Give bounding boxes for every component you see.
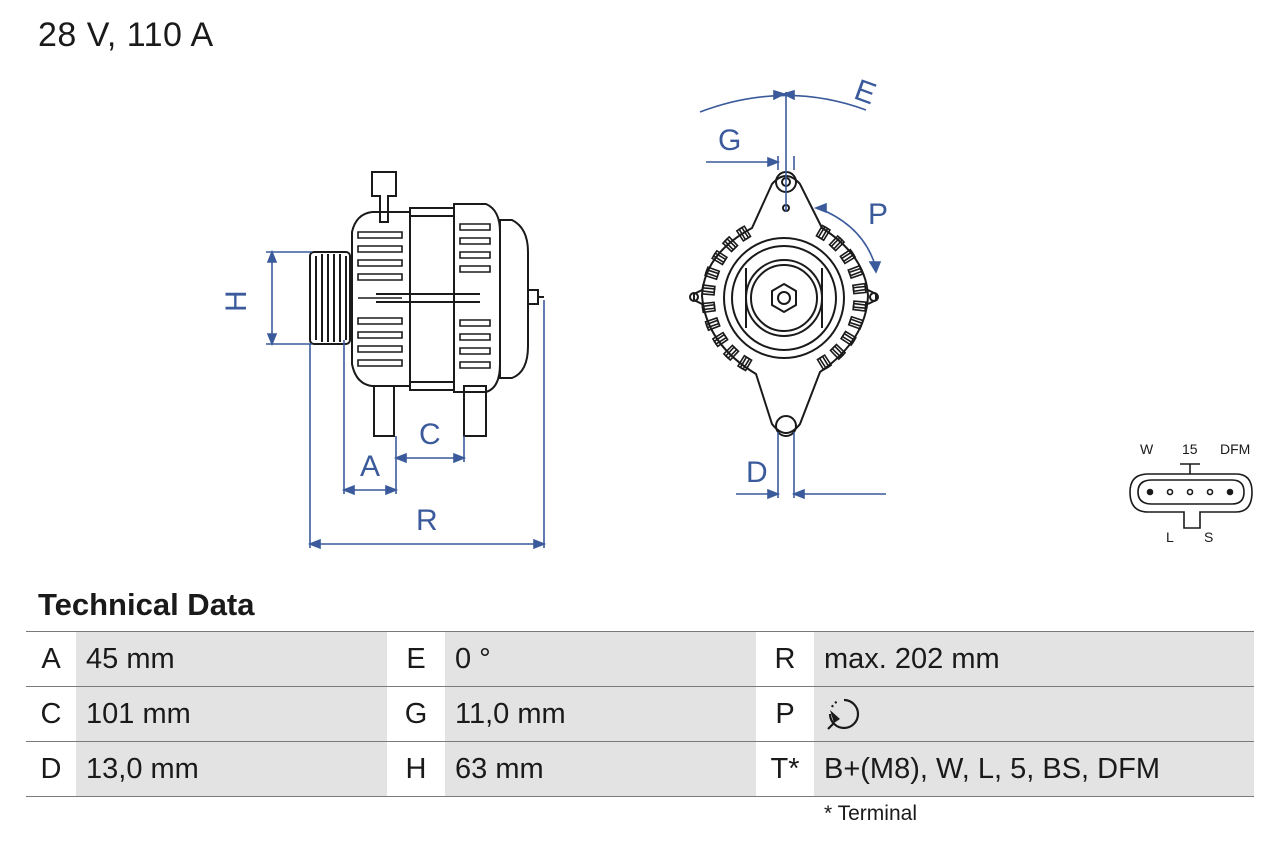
vent-slot <box>712 249 729 264</box>
spec-key: P <box>756 686 814 742</box>
vent-slot <box>830 236 846 252</box>
vent-slot <box>817 225 832 242</box>
pin-label-15: 15 <box>1182 441 1198 457</box>
pulley <box>309 251 351 345</box>
vent-slot <box>711 331 728 346</box>
pin-label-dfm: DFM <box>1220 441 1250 457</box>
terminal-footnote: * Terminal <box>824 802 917 825</box>
spec-value: B+(M8), W, L, 5, BS, DFM <box>814 741 1254 797</box>
dim-label-h: H <box>220 290 253 312</box>
vent-slot <box>839 332 856 347</box>
front-dimensions <box>699 89 886 500</box>
spec-key: T* <box>756 741 814 797</box>
spec-value: 101 mm <box>76 686 387 742</box>
alternator-drawing: H C A R <box>220 73 1253 550</box>
spec-value: 63 mm <box>445 741 756 797</box>
spec-value-rotation <box>814 686 1254 742</box>
spec-key: R <box>756 631 814 687</box>
vent-slot <box>848 267 864 280</box>
spec-key: E <box>387 631 445 687</box>
dim-label-r: R <box>416 504 438 537</box>
table-row: A 45 mm E 0 ° R max. 202 mm <box>26 631 1254 687</box>
pin-label-s: S <box>1204 529 1213 545</box>
vent-slot <box>701 301 716 311</box>
spec-value: 45 mm <box>76 631 387 687</box>
table-row: C 101 mm G 11,0 mm P <box>26 686 1254 742</box>
spec-value: 13,0 mm <box>76 741 387 797</box>
front-fins <box>357 231 403 367</box>
dim-label-d: D <box>746 456 768 489</box>
vent-slot <box>738 225 752 241</box>
side-dimensions <box>266 249 547 550</box>
vent-slot <box>852 302 867 312</box>
dim-label-g: G <box>718 124 741 157</box>
connector-plug <box>1129 463 1253 529</box>
vent-slot <box>847 318 864 330</box>
technical-data-heading: Technical Data <box>38 587 255 622</box>
vent-slot <box>701 284 716 294</box>
dim-label-e: E <box>850 73 880 111</box>
spec-value: max. 202 mm <box>814 631 1254 687</box>
side-view <box>309 171 544 437</box>
dim-label-p: P <box>868 198 888 231</box>
technical-data-table: A 45 mm E 0 ° R max. 202 mm C 101 mm G 1… <box>26 631 1254 797</box>
vent-slot <box>722 344 738 360</box>
vent-slot <box>704 316 720 329</box>
vent-slot <box>723 235 739 251</box>
product-title: 28 V, 110 A <box>38 16 214 54</box>
dim-label-c: C <box>419 418 441 451</box>
spec-value: 0 ° <box>445 631 756 687</box>
vent-slot <box>736 354 751 371</box>
vent-slot <box>852 285 867 295</box>
table-row: D 13,0 mm H 63 mm T* B+(M8), W, L, 5, BS… <box>26 741 1254 797</box>
spec-value: 11,0 mm <box>445 686 756 742</box>
spec-key: G <box>387 686 445 742</box>
vent-slot <box>829 345 845 361</box>
spec-key: C <box>26 686 76 742</box>
rear-fins <box>459 223 491 369</box>
vent-slots <box>701 224 867 372</box>
spec-key: H <box>387 741 445 797</box>
dim-label-a: A <box>360 450 380 483</box>
pin-label-w: W <box>1140 441 1154 457</box>
vent-slot <box>840 250 857 265</box>
clockwise-rotation-icon <box>827 698 860 730</box>
spec-key: D <box>26 741 76 797</box>
pin-label-l: L <box>1166 529 1174 545</box>
vent-slot <box>704 266 721 278</box>
spec-key: A <box>26 631 76 687</box>
vent-slot <box>816 355 830 371</box>
front-view <box>689 171 879 437</box>
